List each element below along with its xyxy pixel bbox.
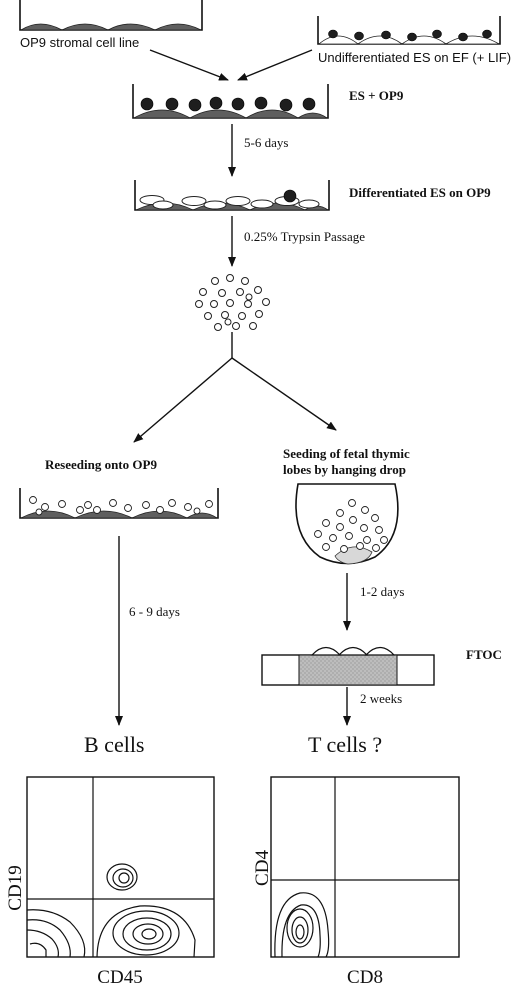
differentiated-es-dish: [134, 180, 330, 211]
ftoc-label: FTOC: [466, 647, 502, 662]
days-1-2-label: 1-2 days: [360, 584, 404, 599]
arrow-to-reseeding: [133, 357, 233, 443]
flow-plot-cd19-cd45: [26, 776, 215, 958]
cd8-axis-label: CD8: [347, 967, 383, 988]
es-op9-label: ES + OP9: [349, 88, 404, 103]
days-6-9-label: 6 - 9 days: [129, 604, 180, 619]
undifferentiated-es-dish: [317, 16, 501, 45]
cd45-axis-label: CD45: [97, 967, 142, 988]
flow-plot-cd4-cd8: [270, 776, 460, 958]
reseeding-dish: [19, 488, 219, 519]
arrow-es-to-coculture: [237, 49, 313, 81]
hanging-drop-illustration: [295, 483, 399, 565]
seeding-label-line1: Seeding of fetal thymic: [283, 446, 410, 461]
differentiated-es-label: Differentiated ES on OP9: [349, 185, 491, 200]
undifferentiated-es-label: Undifferentiated ES on EF (+ LIF): [318, 50, 511, 65]
t-cells-label: T cells ?: [308, 732, 382, 757]
seeding-label-line2: lobes by hanging drop: [283, 462, 406, 477]
cd19-axis-label: CD19: [5, 865, 26, 910]
days-5-6-label: 5-6 days: [244, 135, 288, 150]
arrow-op9-to-coculture: [149, 49, 229, 81]
es-op9-coculture-dish: [132, 84, 329, 119]
passaged-cells-cluster: [195, 274, 270, 331]
arrow-to-hanging-drop: [231, 357, 337, 431]
cd4-axis-label: CD4: [252, 850, 273, 886]
op9-stromal-label: OP9 stromal cell line: [20, 35, 139, 50]
trypsin-label: 0.25% Trypsin Passage: [244, 229, 365, 244]
weeks-2-label: 2 weeks: [360, 691, 402, 706]
b-cells-label: B cells: [84, 732, 145, 757]
reseeding-label: Reseeding onto OP9: [45, 457, 157, 472]
op9-stromal-dish: [19, 0, 203, 31]
ftoc-dish: [261, 646, 435, 686]
